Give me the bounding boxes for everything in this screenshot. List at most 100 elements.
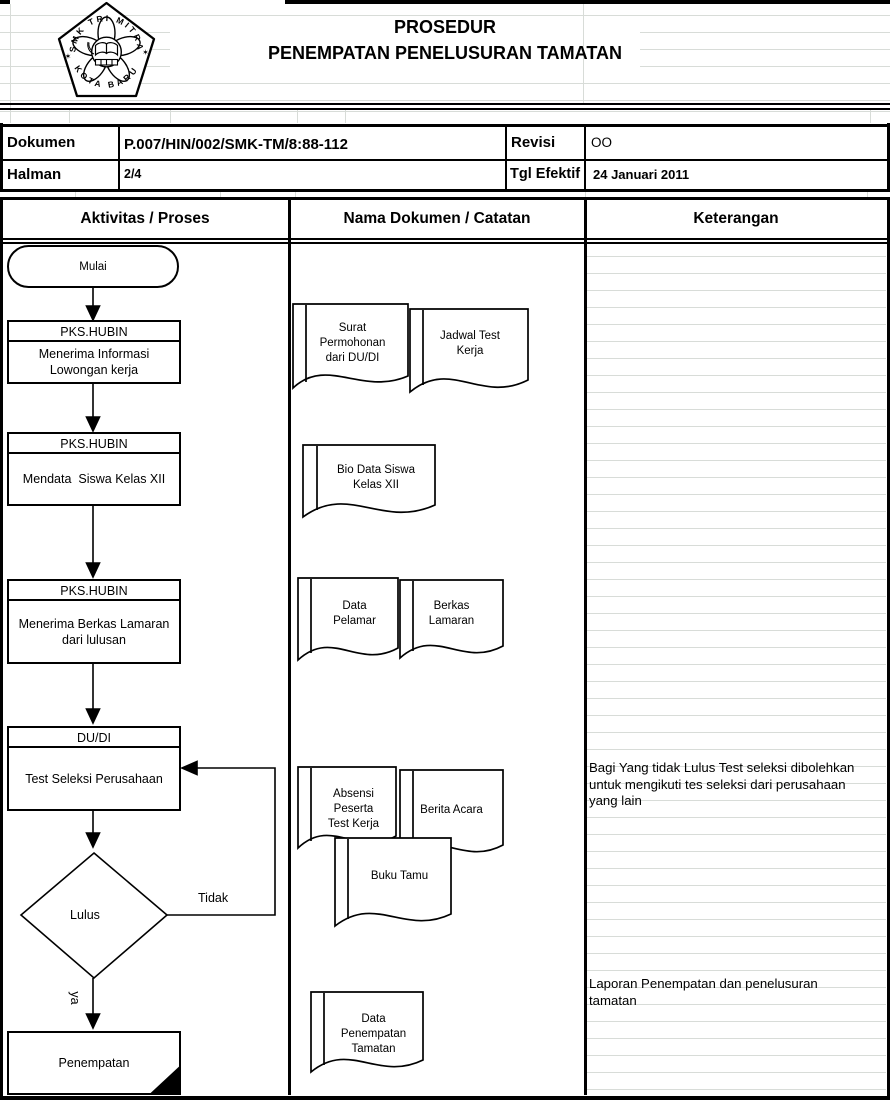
- doc-bio-data-siswa: [302, 444, 436, 519]
- keterangan-ruled-lines: [587, 243, 886, 1094]
- branch-no-label: Tidak: [198, 891, 229, 905]
- process-2-owner: PKS.HUBIN: [60, 436, 128, 451]
- doc-absensi-peserta: [297, 766, 397, 850]
- bottom-border-bar: [0, 1095, 890, 1100]
- header-double-rule: [0, 103, 890, 105]
- doc-info-value-tgl-efektif: 24 Januari 2011: [593, 166, 690, 182]
- column-frame: [0, 197, 890, 200]
- doc-label-data-pelamar: Data Pelamar: [333, 600, 376, 627]
- doc-info-label-revisi: Revisi: [511, 134, 556, 151]
- column-header-aktivitas: Aktivitas / Proses: [80, 209, 210, 227]
- column-header-keterangan: Keterangan: [693, 209, 779, 227]
- process-4-action: Test Seleksi Perusahaan: [25, 771, 163, 786]
- table-border: [584, 126, 586, 189]
- gridline: [75, 191, 76, 197]
- gridline: [0, 111, 890, 112]
- column-header-nama-dokumen: Nama Dokumen / Catatan: [343, 209, 531, 227]
- doc-jadwal-test-kerja: [409, 308, 529, 394]
- gridline: [345, 109, 346, 123]
- top-border-bar: [0, 0, 10, 4]
- gridline: [640, 32, 890, 33]
- process-node-4: [7, 726, 181, 811]
- flow-nodes: [7, 245, 181, 1095]
- flow-connectors: [85, 287, 276, 1030]
- gridline: [295, 191, 296, 197]
- document-shapes: [292, 303, 529, 1074]
- page-title-line2: PENEMPATAN PENELUSURAN TAMATAN: [268, 43, 622, 63]
- doc-label-absensi: Absensi Peserta Test Kerja: [327, 787, 380, 830]
- start-node: [7, 245, 179, 288]
- process-node-3: [7, 579, 181, 664]
- doc-label-berita-acara: Berita Acara: [420, 803, 483, 816]
- decision-label: Lulus: [70, 908, 100, 922]
- column-frame: [0, 237, 890, 240]
- page-title-line1: PROSEDUR: [393, 16, 496, 37]
- start-label: Mulai: [79, 260, 107, 273]
- gridline: [0, 15, 890, 16]
- gridline: [640, 49, 890, 50]
- table-border: [0, 189, 890, 192]
- doc-data-penempatan: [310, 991, 424, 1074]
- process-node-2: [7, 432, 181, 506]
- logo-book-icon: [87, 41, 119, 57]
- gridline: [867, 191, 868, 197]
- gridline: [297, 109, 298, 123]
- star-icon: ✶: [65, 52, 72, 61]
- doc-surat-permohonan: [292, 303, 409, 390]
- column-frame: [287, 197, 291, 1095]
- doc-info-label-tgl-efektif: Tgl Efektif: [510, 166, 581, 182]
- gridline: [170, 109, 171, 123]
- end-label: Penempatan: [58, 1056, 130, 1070]
- column-frame: [583, 197, 587, 1095]
- doc-label-bio-data: Bio Data Siswa Kelas XII: [337, 464, 415, 491]
- column-frame: [886, 197, 890, 1099]
- gridline: [583, 4, 584, 103]
- doc-info-label-dokumen: Dokumen: [7, 134, 76, 151]
- table-border: [0, 123, 3, 191]
- top-border-bar: [285, 0, 890, 4]
- doc-label-berkas-lamaran: Berkas Lamaran: [428, 600, 475, 627]
- gridline: [10, 4, 11, 123]
- end-node: [7, 1031, 181, 1095]
- process-3-action: Menerima Berkas Lamaran dari lulusan: [18, 616, 170, 647]
- doc-buku-tamu: [334, 837, 452, 928]
- process-node-1: [7, 320, 181, 384]
- branch-yes-label: ya: [68, 991, 82, 1005]
- keterangan-note-1: Bagi Yang tidak Lulus Test seleksi dibol…: [589, 760, 855, 809]
- keterangan-note-2: Laporan Penempatan dan penelusuran tamat…: [589, 976, 818, 1008]
- gridline: [0, 100, 890, 101]
- column-frame: [0, 241, 890, 244]
- doc-data-pelamar: [297, 577, 399, 662]
- table-border: [0, 123, 890, 127]
- doc-label-data-penempatan: Data Penempatan Tamatan: [340, 1012, 407, 1055]
- process-4-owner: DU/DI: [76, 730, 112, 745]
- star-icon: ✶: [142, 48, 149, 57]
- table-border: [0, 158, 890, 161]
- column-frame: [0, 197, 3, 1099]
- doc-info-value-revisi: OO: [591, 135, 613, 150]
- gridline: [640, 66, 890, 67]
- process-1-action: Menerima Informasi Lowongan kerja: [38, 347, 150, 377]
- doc-info-value-dokumen: P.007/HIN/002/SMK-TM/8:88-112: [124, 136, 348, 153]
- doc-label-jadwal-test: Jadwal Test Kerja: [440, 330, 500, 357]
- process-3-owner: PKS.HUBIN: [60, 583, 128, 598]
- doc-label-buku-tamu: Buku Tamu: [370, 869, 429, 882]
- process-2-action: Mendata Siswa Kelas XII: [22, 472, 166, 486]
- table-border: [117, 126, 120, 189]
- gridline: [69, 109, 70, 123]
- gridline: [220, 191, 221, 197]
- doc-berkas-lamaran: [399, 579, 504, 660]
- gridline: [585, 191, 586, 197]
- header-double-rule: [0, 107, 890, 110]
- process-1-owner: PKS.HUBIN: [60, 324, 128, 339]
- decision-node: [19, 851, 169, 980]
- doc-info-label-halaman: Halman: [7, 165, 62, 183]
- gridline: [870, 109, 871, 123]
- table-border: [887, 123, 890, 191]
- logo-banner: [94, 58, 119, 66]
- gridline: [0, 83, 890, 84]
- table-border: [504, 126, 507, 189]
- doc-label-surat-permohonan: Surat Permohonan dari DU/DI: [319, 321, 386, 364]
